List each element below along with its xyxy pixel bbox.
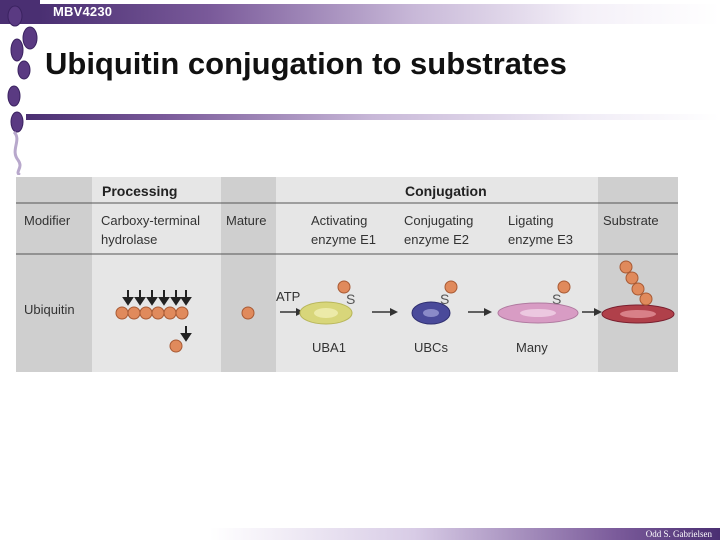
column-e2-line2: enzyme E2: [404, 232, 469, 247]
thioester-s-e2: S: [440, 291, 449, 307]
e2-enzyme-highlight: [423, 309, 439, 317]
column-e1-line2: enzyme E1: [311, 232, 376, 247]
ubiquitin-on-e2: [444, 280, 458, 294]
column-e1-line1: Activating: [311, 213, 367, 228]
thioester-s-e1: S: [346, 291, 355, 307]
column-e2-line1: Conjugating: [404, 213, 473, 228]
e1-enzyme-highlight: [314, 308, 338, 318]
atp-label: ATP: [276, 289, 300, 304]
title-rule: [26, 114, 720, 120]
diagram-panel: [16, 177, 678, 372]
course-code: MBV4230: [53, 4, 113, 19]
substrate-highlight: [620, 310, 656, 318]
section-conjugation: Conjugation: [405, 183, 487, 199]
arrow-e3-to-substrate-head: [594, 308, 602, 316]
column-mature: Mature: [226, 213, 266, 228]
header-band: [40, 4, 720, 24]
bead-chain-decoration: [7, 5, 38, 175]
column-modifier: Modifier: [24, 213, 71, 228]
row-ubiquitin: Ubiquitin: [24, 302, 75, 317]
mature-ubiquitin: [241, 306, 255, 320]
column-hydrolase-line1: Carboxy-terminal: [101, 213, 200, 228]
cleavage-arrows: [122, 290, 192, 342]
footer-band: [210, 528, 720, 540]
e3-enzyme-highlight: [520, 309, 556, 317]
enzyme-e2-name: UBCs: [414, 340, 448, 355]
ubiquitin-on-e3: [557, 280, 571, 294]
column-hydrolase-line2: hydrolase: [101, 232, 157, 247]
arrow-e2-to-e3-head: [484, 308, 492, 316]
ubiquitin-on-e1: [337, 280, 351, 294]
thioester-s-e3: S: [552, 291, 561, 307]
polyubiquitin-chain: [619, 260, 653, 306]
slide-title: Ubiquitin conjugation to substrates: [45, 46, 567, 81]
arrow-e1-to-e2-head: [390, 308, 398, 316]
modifier-column-bg: [16, 177, 92, 372]
substrate-column-bg: [598, 177, 678, 372]
enzyme-e3-name: Many: [516, 340, 548, 355]
column-e3-line2: enzyme E3: [508, 232, 573, 247]
polyubiquitin-precursor: [115, 306, 189, 353]
section-processing: Processing: [102, 183, 177, 199]
mature-column-bg: [221, 177, 276, 372]
author-credit: Odd S. Gabrielsen: [645, 529, 712, 539]
enzyme-e1-name: UBA1: [312, 340, 346, 355]
column-e3-line1: Ligating: [508, 213, 554, 228]
column-substrate: Substrate: [603, 213, 659, 228]
